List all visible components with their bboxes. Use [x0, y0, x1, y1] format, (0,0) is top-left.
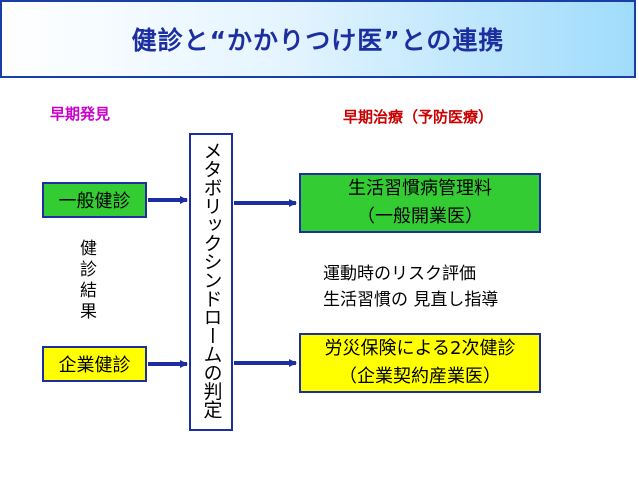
- lifestyle-fee-box: 生活習慣病管理料 （一般開業医）: [299, 173, 541, 233]
- guidance-text: 運動時のリスク評価 生活習慣の 見直し指導: [323, 261, 498, 313]
- page-title: 健診と“かかりつけ医”との連携: [131, 26, 505, 55]
- injury-checkup-line1: 労災保険による2次健診: [324, 338, 516, 359]
- lifestyle-fee-line2: （一般開業医）: [357, 206, 483, 227]
- guidance-line-1: 運動時のリスク評価: [323, 264, 476, 284]
- metabolic-judgment-label: メタボリックシンドロームの判定: [200, 141, 223, 419]
- corporate-checkup-label: 企業健診: [58, 355, 131, 376]
- lifestyle-fee-line1: 生活習慣病管理料: [348, 178, 492, 199]
- corporate-checkup-box: 企業健診: [42, 346, 147, 382]
- early-detection-label: 早期発見: [50, 105, 111, 123]
- title-bar: 健診と“かかりつけ医”との連携: [0, 0, 636, 78]
- injury-checkup-box: 労災保険による2次健診 （企業契約産業医）: [299, 333, 541, 393]
- general-checkup-label: 一般健診: [58, 191, 131, 212]
- injury-checkup-line2: （企業契約産業医）: [339, 366, 501, 387]
- guidance-line-2: 生活習慣の 見直し指導: [323, 290, 499, 310]
- metabolic-judgment-box: メタボリックシンドロームの判定: [189, 133, 233, 431]
- general-checkup-box: 一般健診: [42, 182, 147, 218]
- checkup-results-label: 健診結果: [76, 239, 96, 323]
- early-treatment-label: 早期治療（予防医療）: [343, 108, 494, 126]
